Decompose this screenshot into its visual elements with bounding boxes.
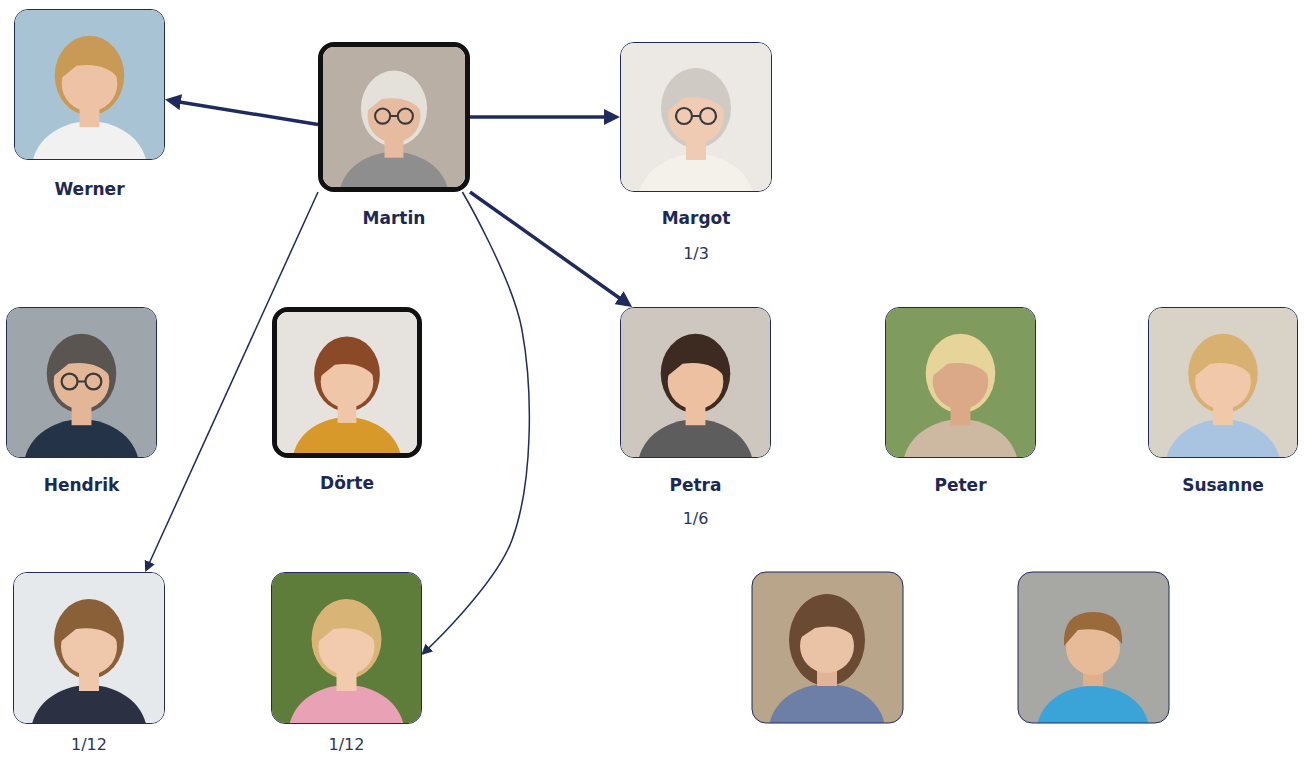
portrait-image	[886, 308, 1035, 457]
portrait-image	[323, 47, 465, 187]
portrait-hair	[931, 344, 991, 378]
photo-frame	[752, 572, 903, 723]
portrait-hair	[666, 78, 726, 112]
person-card: Dörte	[272, 307, 422, 493]
portrait-glasses	[676, 108, 716, 124]
portrait-photo	[1018, 572, 1169, 723]
portrait-image	[277, 312, 417, 453]
portrait-photo	[14, 9, 165, 160]
portrait-glasses	[62, 374, 102, 390]
person-name: Martin	[363, 208, 426, 228]
portrait-image	[1149, 308, 1297, 457]
portrait-glasses	[375, 108, 413, 123]
inheritance-share: 1/6	[683, 509, 709, 529]
portrait-photo	[6, 307, 157, 458]
person-name: Werner	[54, 179, 124, 199]
inheritance-arrow	[470, 115, 610, 119]
portrait-photo	[620, 307, 771, 458]
person-name: Margot	[662, 208, 731, 228]
inheritance-arrow	[426, 192, 530, 651]
portrait-hair	[1188, 334, 1258, 413]
portrait-photo	[885, 307, 1036, 458]
portrait-image	[621, 308, 770, 457]
portrait-hair	[361, 71, 427, 147]
person-card: 1/12	[13, 572, 165, 755]
person-card: Peter	[885, 307, 1036, 495]
person-card: Petra 1/6	[620, 307, 771, 529]
portrait-hair	[319, 346, 375, 378]
person-name: Peter	[934, 475, 986, 495]
person-card: Martin	[318, 42, 470, 228]
portrait-image	[15, 10, 164, 159]
portrait-hair	[1193, 344, 1253, 378]
person-card: 1/12	[271, 572, 422, 755]
portrait-hair	[366, 80, 423, 112]
portrait-hair	[52, 344, 112, 378]
inheritance-share: 1/12	[71, 735, 107, 755]
inheritance-share: 1/12	[329, 735, 365, 755]
portrait-image	[272, 573, 421, 723]
portrait-image	[14, 573, 164, 723]
person-card: Margot 1/3	[620, 42, 772, 264]
portrait-photo	[1148, 307, 1298, 458]
portrait-photo	[752, 572, 903, 723]
portrait-hair	[312, 599, 382, 679]
inheritance-arrow	[470, 192, 624, 301]
portrait-photo	[13, 572, 165, 724]
portrait-image	[621, 43, 771, 191]
portrait-photo	[271, 572, 422, 724]
person-card: Susanne	[1148, 307, 1298, 495]
portrait-photo	[318, 42, 470, 192]
person-name: Petra	[670, 475, 722, 495]
portrait-photo	[620, 42, 772, 192]
person-card: Hendrik	[6, 307, 157, 495]
portrait-hair	[47, 334, 117, 413]
portrait-hair	[317, 609, 377, 643]
portrait-hair	[926, 334, 996, 413]
portrait-hair	[60, 46, 120, 80]
portrait-photo	[272, 307, 422, 458]
photo-frame	[1018, 572, 1169, 723]
portrait-hair	[661, 334, 731, 413]
person-name: Susanne	[1182, 475, 1264, 495]
portrait-hair	[59, 609, 119, 643]
portrait-hair	[54, 599, 124, 679]
inheritance-share: 1/3	[683, 244, 709, 264]
portrait-image	[7, 308, 156, 457]
person-card: Werner	[14, 9, 165, 199]
person-name: Dörte	[320, 473, 374, 493]
inheritance-arrow	[175, 101, 318, 124]
portrait-hair	[666, 344, 726, 378]
portrait-hair	[661, 68, 731, 148]
portrait-hair	[55, 36, 125, 115]
portrait-hair	[314, 336, 380, 411]
person-name: Hendrik	[44, 475, 120, 495]
